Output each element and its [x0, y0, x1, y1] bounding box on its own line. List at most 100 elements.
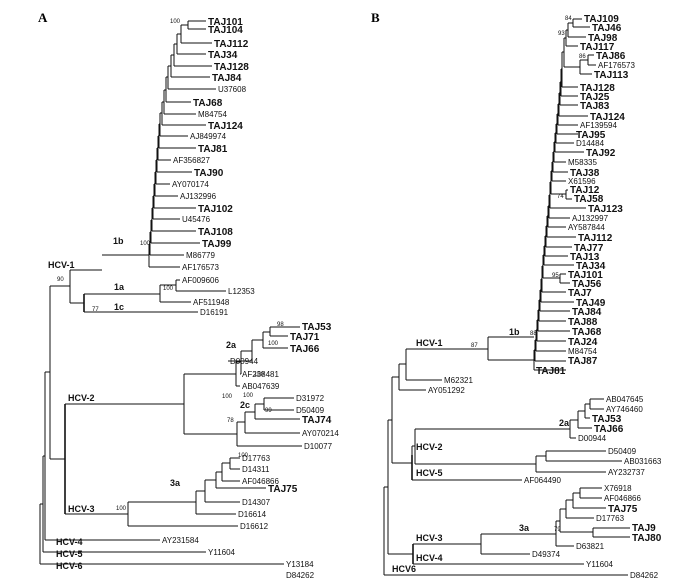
taxon-label: TAJ68	[572, 327, 602, 338]
taxon-label: TAJ81	[198, 144, 228, 155]
taxon-label: D10077	[304, 442, 333, 451]
taxon-label: AY232737	[608, 468, 645, 477]
taxon-label: TAJ84	[212, 73, 242, 84]
panel-b-clades: HCV-1 1b HCV-2 2a HCV-5 HCV-3 3a HCV-4 H…	[392, 327, 570, 574]
taxon-label: TAJ83	[580, 101, 610, 112]
taxon-label: TAJ92	[586, 148, 616, 159]
clade-label: HCV-3	[416, 533, 443, 543]
taxon-label: M84754	[568, 347, 597, 356]
clade-label: HCV-2	[68, 393, 95, 403]
panel-a-branches	[39, 20, 302, 565]
taxon-label: TAJ102	[198, 204, 233, 215]
taxon-label: D63821	[576, 542, 605, 551]
taxon-label: TAJ113	[594, 70, 629, 81]
taxon-label: AF139594	[580, 121, 617, 130]
taxon-label: AF009606	[182, 276, 219, 285]
taxon-label: M62321	[444, 376, 473, 385]
taxon-label: TAJ109	[584, 14, 619, 25]
clade-label: 1a	[114, 282, 125, 292]
taxon-label: TAJ9	[632, 523, 656, 534]
panel-a-clades: HCV-1 1b 1a 1c HCV-2 2a 2c HCV-3 3a HCV-…	[48, 236, 250, 571]
taxon-label: M86779	[186, 251, 215, 260]
taxon-label: TAJ12	[570, 185, 600, 196]
taxon-label: AF046866	[604, 494, 641, 503]
bootstrap-value: 74	[557, 194, 564, 200]
bootstrap-value: 100	[163, 286, 174, 292]
bootstrap-value: 100	[268, 341, 279, 347]
taxon-label: Y11604	[208, 548, 236, 557]
taxon-label: AF511948	[193, 298, 230, 307]
bootstrap-value: 93	[558, 31, 565, 37]
taxon-label: AF046866	[242, 477, 279, 486]
taxon-label: TAJ98	[588, 33, 618, 44]
taxon-label: TAJ77	[574, 243, 604, 254]
taxon-label: TAJ99	[202, 239, 232, 250]
taxon-label: AY070174	[172, 180, 209, 189]
taxon-label: AY587844	[568, 223, 605, 232]
clade-label: 1b	[113, 236, 124, 246]
panel-b-label: B	[371, 10, 380, 25]
taxon-label: TAJ86	[596, 51, 626, 62]
clade-label: HCV-1	[416, 338, 443, 348]
taxon-label: AF064490	[524, 476, 561, 485]
clade-label: 2a	[559, 418, 570, 428]
bootstrap-value: 78	[227, 418, 234, 424]
clade-label: 2c	[240, 400, 250, 410]
taxon-label: AJ132996	[180, 192, 217, 201]
taxon-label: TAJ101	[568, 270, 603, 281]
taxon-label: TAJ56	[572, 279, 602, 290]
clade-label: 3a	[170, 478, 181, 488]
taxon-label: D17763	[596, 514, 625, 523]
taxon-label: TAJ25	[580, 92, 610, 103]
taxon-label: TAJ66	[594, 424, 624, 435]
taxon-label: U37608	[218, 85, 247, 94]
taxon-label: D14484	[576, 139, 605, 148]
bootstrap-value: 87	[471, 343, 478, 349]
clade-label: HCV-4	[56, 537, 83, 547]
bootstrap-value: 86	[579, 54, 586, 60]
taxon-label: D84262	[630, 571, 659, 580]
clade-label: HCV6	[392, 564, 416, 574]
taxon-label: TAJ117	[580, 42, 615, 53]
taxon-label: TAJ84	[572, 307, 602, 318]
bootstrap-value: 100	[238, 453, 249, 459]
panel-b-bootstrap: 84 93 86 74 95 88 87 79	[471, 16, 586, 533]
clade-label: 1b	[509, 327, 520, 337]
taxon-label: D31972	[296, 394, 325, 403]
taxon-label: TAJ74	[302, 415, 332, 426]
panel-a-taxa: TAJ101 TAJ104 TAJ112 TAJ34 TAJ128 TAJ84 …	[162, 17, 339, 580]
bootstrap-value: 79	[554, 527, 561, 533]
taxon-label: AB047639	[242, 382, 280, 391]
taxon-label: TAJ68	[193, 98, 223, 109]
taxon-label: X76918	[604, 484, 632, 493]
taxon-label: TAJ101	[208, 17, 243, 28]
taxon-label: TAJ128	[214, 62, 249, 73]
bootstrap-value: 98	[277, 322, 284, 328]
clade-label: HCV-1	[48, 260, 75, 270]
taxon-label: AF176573	[182, 263, 219, 272]
bootstrap-value: 100	[170, 19, 181, 25]
taxon-label: TAJ81	[536, 366, 566, 377]
clade-label: HCV-6	[56, 561, 83, 571]
taxon-label: TAJ71	[290, 332, 320, 343]
bootstrap-value: 100	[222, 394, 233, 400]
taxon-label: AY746460	[606, 405, 643, 414]
taxon-label: D49374	[532, 550, 561, 559]
taxon-label: TAJ124	[590, 112, 625, 123]
clade-label: HCV-3	[68, 504, 95, 514]
taxon-label: U45476	[182, 215, 211, 224]
taxon-label: TAJ124	[208, 121, 243, 132]
taxon-label: D16614	[238, 510, 267, 519]
panel-b-taxa: TAJ109 TAJ46 TAJ98 TAJ117 TAJ86 AF176573…	[428, 14, 662, 580]
taxon-label: AY070214	[302, 429, 339, 438]
clade-label: HCV-5	[56, 549, 83, 559]
clade-label: HCV-2	[416, 442, 443, 452]
taxon-label: TAJ58	[574, 194, 604, 205]
taxon-label: TAJ75	[608, 504, 638, 515]
taxon-label: TAJ108	[198, 227, 233, 238]
taxon-label: AB047645	[606, 395, 644, 404]
taxon-label: AY231584	[162, 536, 199, 545]
clade-label: HCV-5	[416, 468, 443, 478]
taxon-label: TAJ66	[290, 344, 320, 355]
